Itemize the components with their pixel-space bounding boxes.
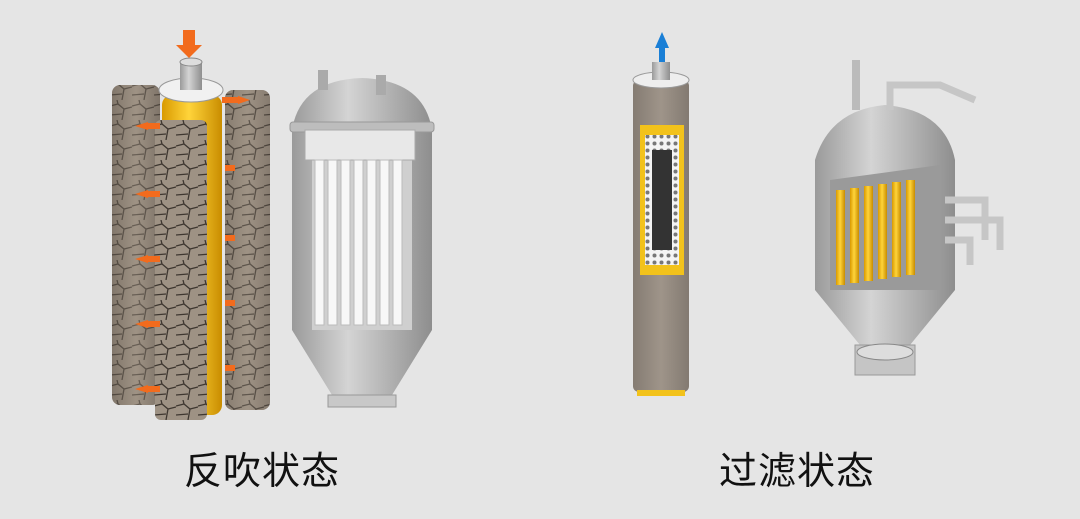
filtering-cartridge (632, 32, 690, 396)
filtering-state-label: 过滤状态 (718, 449, 875, 493)
filter-cake-front (155, 120, 207, 420)
backflush-state-label: 反吹状态 (183, 449, 340, 493)
arrow-down-icon (176, 30, 202, 58)
cartridge-nozzle (180, 62, 202, 90)
backflush-vessel (289, 70, 435, 408)
filtering-vessel (815, 60, 1004, 376)
backflush-cartridge (112, 30, 270, 420)
arrow-up-icon (655, 32, 669, 62)
backflush-flow-arrows (135, 96, 250, 393)
